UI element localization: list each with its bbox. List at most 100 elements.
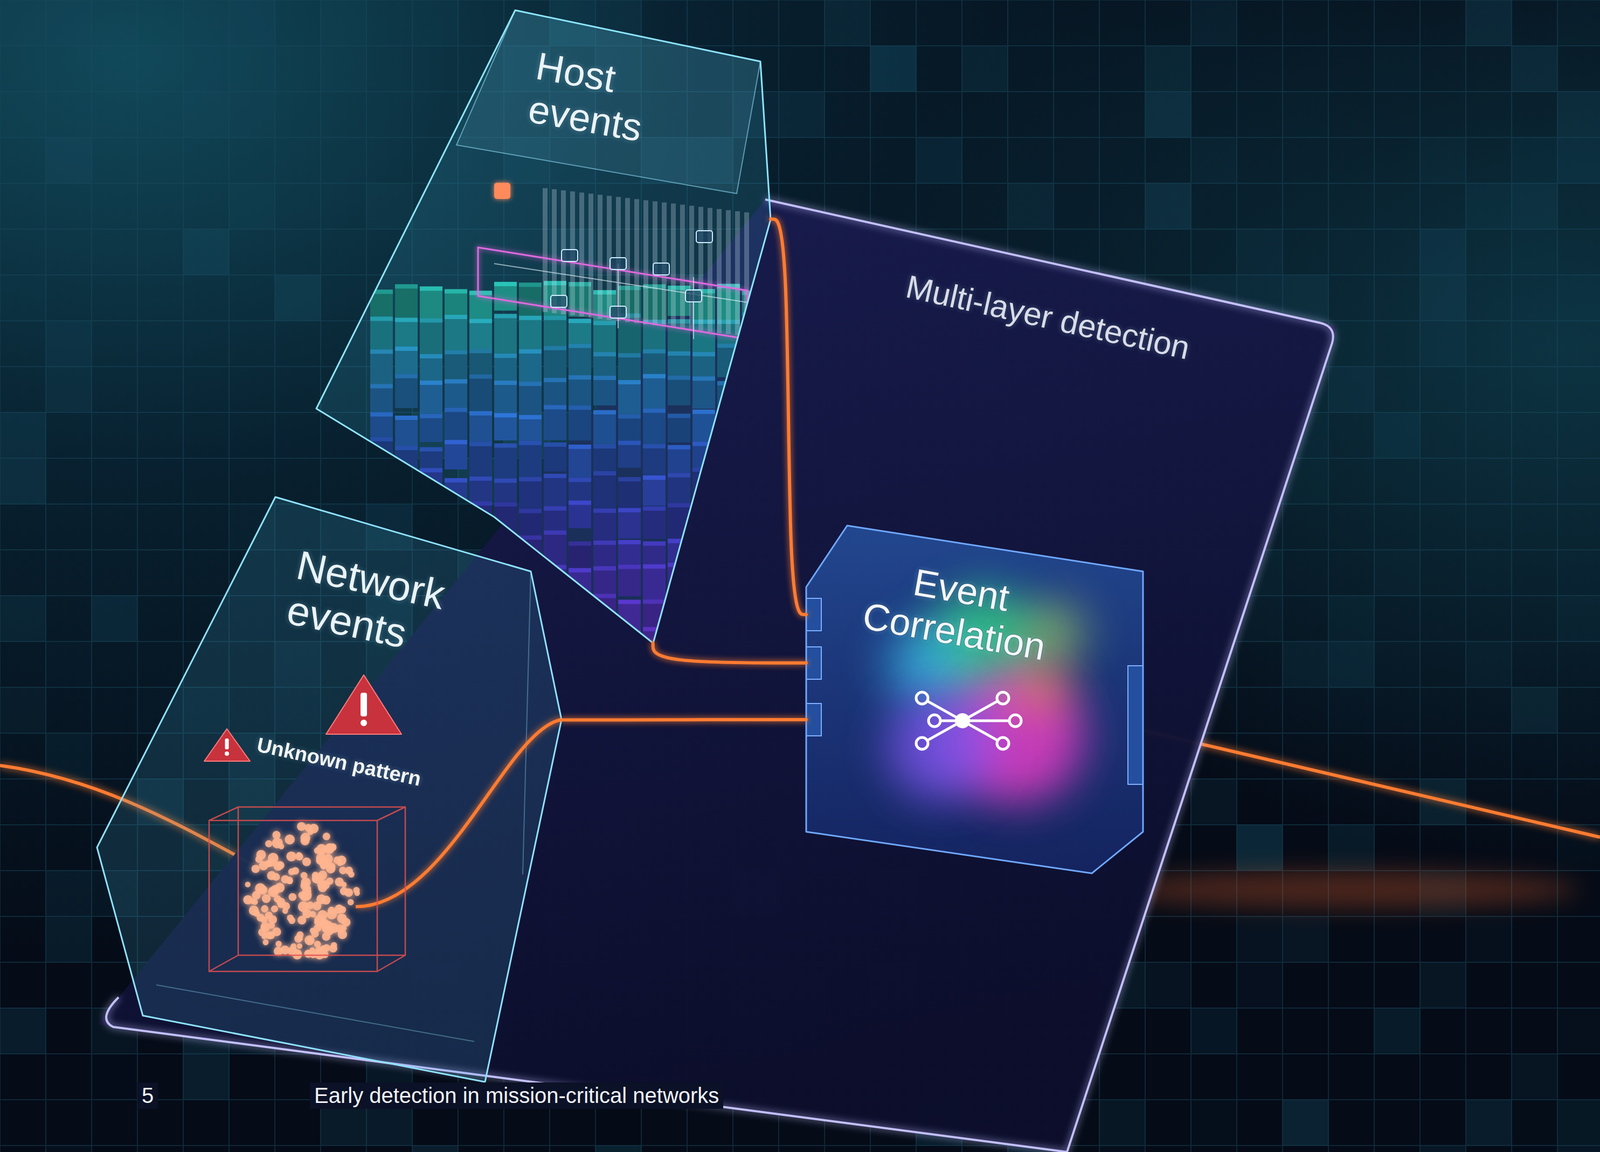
data-bar-top (469, 373, 493, 379)
floor-tile (1374, 641, 1421, 688)
data-bar (568, 568, 592, 605)
grid-line (1511, 0, 1513, 1152)
data-bar-top (717, 438, 740, 443)
data-bar (667, 445, 691, 482)
grid-line (0, 1144, 1600, 1146)
data-bar (618, 630, 641, 664)
data-bar-top (568, 444, 592, 449)
anomaly-point (243, 894, 253, 904)
data-bar-top (692, 632, 716, 637)
data-bar (395, 475, 418, 512)
server-fin (725, 210, 731, 335)
server-fin (680, 204, 685, 329)
data-bar (568, 444, 592, 484)
data-bar-top (692, 499, 716, 504)
floor-tile (183, 229, 230, 275)
shape-group (806, 525, 1144, 874)
data-bar-top (742, 406, 765, 412)
anomaly-point (344, 866, 353, 875)
anomaly-point (300, 881, 309, 890)
floor-tile (1420, 137, 1466, 184)
server-fin (597, 194, 603, 319)
data-bar-top (618, 564, 641, 570)
server-fin (698, 206, 704, 331)
alert-chip (494, 182, 511, 199)
data-bar-top (742, 629, 765, 635)
floor-tile (1190, 1007, 1237, 1054)
data-bar-top (717, 475, 740, 481)
warning-dot (224, 751, 230, 756)
anomaly-point (277, 901, 284, 908)
anomaly-point (288, 892, 297, 902)
data-bar-top (618, 352, 641, 358)
data-bar (518, 476, 542, 514)
floor-tile (91, 1053, 138, 1100)
floor-tile (1557, 595, 1600, 642)
floor-tile (0, 458, 46, 504)
floor-tile (1465, 183, 1512, 230)
floor-tile (1374, 412, 1421, 459)
anomaly-point (275, 940, 282, 947)
data-bar (692, 499, 716, 544)
data-bar (717, 626, 740, 661)
floor-tile (1282, 91, 1329, 138)
floor-tile (870, 45, 917, 92)
data-bar-top (395, 284, 418, 289)
anomaly-point (344, 888, 353, 897)
data-bar-top (518, 440, 542, 446)
data-bar-top (667, 601, 691, 607)
correlation-icon (916, 691, 1022, 750)
data-bar (543, 404, 567, 440)
grid-line (91, 0, 93, 1152)
data-bar (469, 348, 493, 378)
data-bar (717, 592, 740, 629)
anomaly-point (309, 927, 316, 934)
anomaly-point (251, 864, 260, 873)
anomaly-point (265, 840, 273, 848)
floor-tile (1420, 961, 1466, 1008)
floor-tile (778, 91, 825, 138)
floor-tile (366, 0, 413, 46)
data-bar-top (593, 508, 616, 513)
server-fin (634, 198, 640, 323)
floor-tile (1236, 229, 1283, 275)
floor-tile (274, 274, 321, 321)
data-bar-top (642, 506, 666, 511)
data-bar-top (692, 441, 716, 446)
floor-tile (1099, 1099, 1146, 1146)
data-bar-top (444, 288, 468, 294)
floor-tile (1007, 183, 1054, 230)
grid-line (0, 182, 1600, 184)
data-bar-top (692, 351, 716, 357)
data-bar (667, 601, 691, 649)
data-bar (742, 445, 765, 480)
data-bar-top (642, 349, 666, 354)
warning-dot (360, 719, 367, 726)
data-bar (568, 500, 592, 529)
text-holder: Unknown pattern (255, 750, 423, 774)
anomaly-point (297, 915, 307, 925)
data-bar-top (618, 507, 641, 512)
floor-tile (1007, 0, 1054, 46)
floor-tile (91, 595, 138, 642)
floor-tile (1465, 0, 1512, 46)
data-bar-top (494, 353, 517, 358)
floor-tile (1145, 45, 1191, 92)
anomaly-point (326, 877, 334, 885)
data-bar-top (717, 407, 740, 412)
floor-tile (1374, 412, 1421, 459)
data-bar (742, 406, 765, 450)
data-bar-top (593, 444, 616, 449)
data-bar-top (469, 348, 493, 353)
floor-tile (1236, 824, 1283, 871)
data-bar (444, 439, 468, 470)
anomaly-point (329, 944, 338, 953)
anomaly-point (287, 878, 294, 885)
floor-tile (1236, 961, 1283, 1008)
data-bar-top (642, 599, 666, 604)
floor-tile (1420, 274, 1466, 321)
data-bar-top (543, 599, 567, 604)
data-bar-top (543, 530, 567, 535)
floor-tile (595, 1145, 642, 1152)
